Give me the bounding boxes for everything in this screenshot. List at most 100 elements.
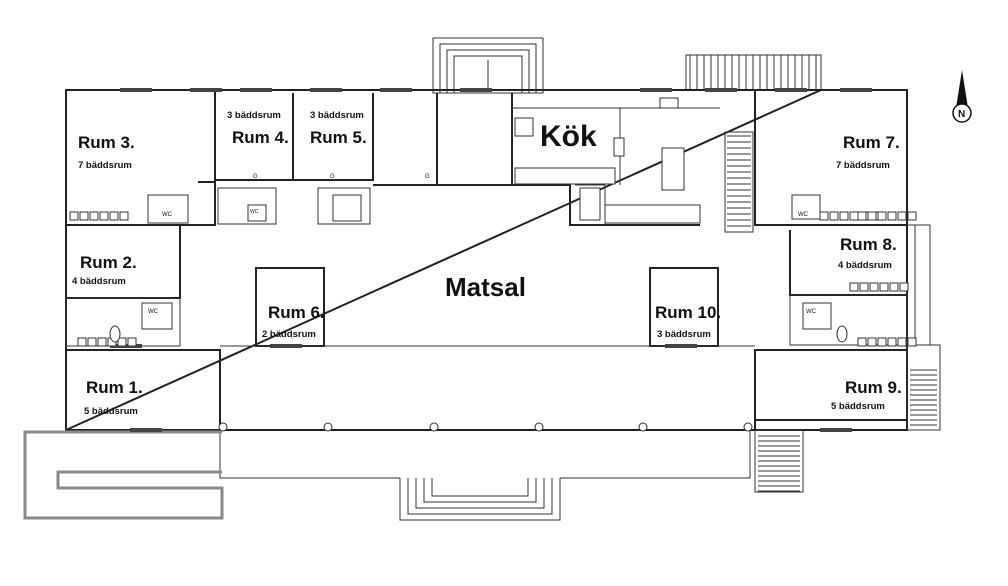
windows (69, 88, 917, 432)
access-ramp (23, 430, 224, 520)
room-labels: Rum 3. 7 bäddsrum 3 bäddsrum Rum 4. 3 bä… (72, 110, 902, 417)
rum5-label: Rum 5. (310, 128, 367, 147)
rum7-beds: 7 bäddsrum (836, 160, 890, 171)
bed-module (87, 337, 97, 347)
rum8-label: Rum 8. (840, 235, 897, 254)
wc-label-rum7: WC (798, 212, 809, 218)
bed-module (859, 282, 869, 292)
rum2-label: Rum 2. (80, 253, 137, 272)
bed-module (899, 282, 909, 292)
column (743, 422, 753, 432)
g-label-rum4: G (253, 174, 258, 180)
window (705, 88, 737, 92)
wc-label-rum3: WC (162, 212, 173, 218)
rum8-beds: 4 bäddsrum (838, 260, 892, 271)
bed-module (869, 282, 879, 292)
rum1-beds: 5 bäddsrum (84, 406, 138, 417)
window (820, 428, 852, 432)
rum7-label: Rum 7. (843, 133, 900, 152)
bed-module (889, 282, 899, 292)
bed-module (99, 211, 109, 221)
bed-module (907, 337, 917, 347)
wc-label-rum4: WC (250, 209, 259, 215)
compass-n: N (958, 109, 965, 120)
wc-label-rum8: WC (806, 309, 817, 315)
window (190, 88, 222, 92)
window (240, 88, 272, 92)
columns (218, 422, 753, 432)
rum9-label: Rum 9. (845, 378, 902, 397)
rum4-beds: 3 bäddsrum (227, 110, 281, 121)
bed-module (897, 211, 907, 221)
wc-fixtures (109, 194, 848, 343)
bed-module (857, 337, 867, 347)
bed-module (849, 282, 859, 292)
column (218, 422, 228, 432)
column (429, 422, 439, 432)
east-stairs (906, 344, 941, 431)
column (323, 422, 333, 432)
window (380, 88, 412, 92)
bed-module (109, 211, 119, 221)
bed-module (867, 211, 877, 221)
bed-module (117, 337, 127, 347)
bed-module (857, 211, 867, 221)
rum6-label: Rum 6. (268, 303, 325, 322)
g-label-corridor: G (425, 174, 430, 180)
bed-module (877, 211, 887, 221)
window (310, 88, 342, 92)
south-terrace (219, 430, 751, 479)
bed-module (907, 211, 917, 221)
rum2-beds: 4 bäddsrum (72, 276, 126, 287)
window (120, 88, 152, 92)
bed-module (897, 337, 907, 347)
rum10-label: Rum 10. (655, 303, 721, 322)
window (130, 428, 162, 432)
bed-module (877, 337, 887, 347)
bed-module (69, 211, 79, 221)
bed-module (119, 211, 129, 221)
window (665, 344, 697, 348)
rum1-label: Rum 1. (86, 378, 143, 397)
outer-wall (65, 89, 908, 431)
column (534, 422, 544, 432)
rum10-beds: 3 bäddsrum (657, 329, 711, 340)
window (775, 88, 807, 92)
kitchen-label: Kök (540, 120, 597, 153)
east-ramp (907, 224, 931, 345)
bed-module (819, 211, 829, 221)
north-entrance-steps (432, 37, 544, 94)
dining-label: Matsal (445, 272, 526, 302)
south-east-stairs (754, 429, 804, 493)
window (840, 88, 872, 92)
bed-module (849, 211, 859, 221)
north-east-stairs (685, 54, 822, 91)
bed-module (839, 211, 849, 221)
rum9-beds: 5 bäddsrum (831, 401, 885, 412)
bed-module (879, 282, 889, 292)
interior-walls (65, 90, 908, 430)
south-entrance-steps (399, 478, 561, 521)
kitchen-fixtures (514, 97, 751, 227)
g-label-rum5: G (330, 174, 335, 180)
window (460, 88, 492, 92)
wc-label-rum2: WC (148, 309, 159, 315)
rum4-label: Rum 4. (232, 128, 289, 147)
rum6-beds: 2 bäddsrum (262, 329, 316, 340)
bed-module (127, 337, 137, 347)
rum5-beds: 3 bäddsrum (310, 110, 364, 121)
window (270, 344, 302, 348)
building-outline (65, 89, 908, 431)
bed-module (79, 211, 89, 221)
north-arrow-icon: N (952, 70, 972, 123)
bed-module (887, 211, 897, 221)
window (640, 88, 672, 92)
column (638, 422, 648, 432)
fixture-labels: WC WC WC WC WC G G G (148, 174, 817, 315)
rum3-label: Rum 3. (78, 133, 135, 152)
bed-module (867, 337, 877, 347)
rum3-beds: 7 bäddsrum (78, 160, 132, 171)
bed-module (97, 337, 107, 347)
bed-module (829, 211, 839, 221)
